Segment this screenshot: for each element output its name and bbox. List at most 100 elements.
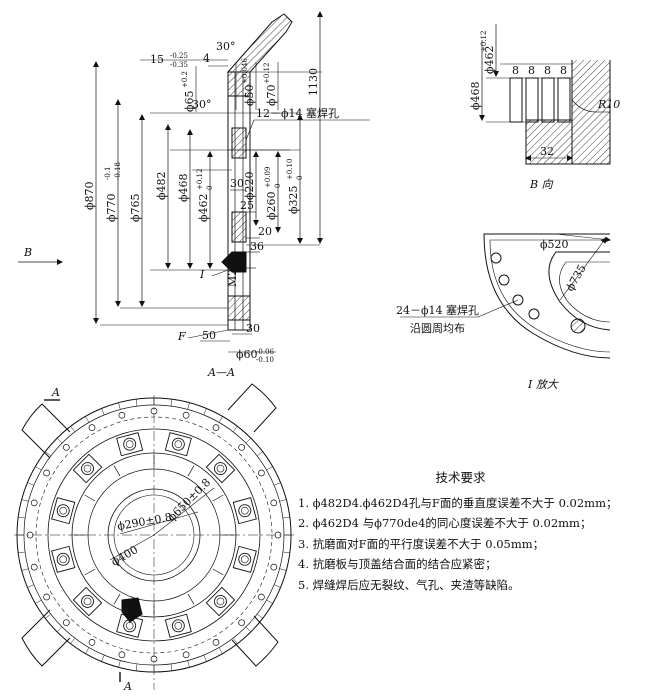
angle-mid: 30°: [192, 98, 212, 111]
requirement-item-3: 3. 抗磨面对F面的平行度误差不大于 0.05mm；: [298, 536, 545, 551]
b-gap-3: 8: [544, 64, 551, 77]
outer-ring-tick: [187, 660, 190, 668]
requirements-title: 技术要求: [435, 470, 486, 485]
bolt-hole: [56, 504, 70, 518]
outer-ring-tick: [101, 655, 105, 662]
b-gap-4: 8: [560, 64, 567, 77]
b-view-caption: B 向: [529, 178, 554, 191]
plug-weld-hole: [43, 469, 50, 477]
outer-ring-tick: [282, 516, 290, 519]
dim-d60-tol-lower: -0.10: [256, 356, 274, 364]
bolt-pad: [164, 432, 192, 457]
outer-ring-tick: [56, 437, 63, 444]
plug-weld-hole: [270, 563, 278, 571]
plan-section-detail: [121, 597, 143, 623]
radial-slot-line: [212, 568, 224, 576]
outer-ring-tick: [218, 416, 223, 423]
detail-dim-d520: ϕ520: [540, 238, 569, 251]
dim-d50: ϕ50: [243, 85, 256, 107]
outer-ring-tick: [27, 482, 34, 486]
bolt-pad: [205, 586, 236, 617]
requirement-item-1: 1. ϕ482D4.ϕ462D4孔与F面的垂直度误差不大于 0.02mm；: [298, 495, 618, 510]
outer-ring-tick: [45, 613, 52, 619]
angle-top: 30°: [216, 40, 236, 53]
plug-weld-hole: [150, 655, 158, 663]
bolt-hole: [238, 504, 252, 518]
outer-ring-tick: [266, 466, 273, 471]
outer-ring-tick: [35, 466, 42, 471]
dim-d770-tol-upper: -0.1: [104, 167, 112, 181]
b-gap-1: 8: [512, 64, 519, 77]
dim-d870: ϕ870: [83, 182, 96, 211]
outer-ring-tick: [187, 402, 190, 410]
dim-d260-tol: +0.09: [264, 167, 272, 188]
dim-d482: ϕ482: [155, 172, 168, 201]
radial-slot-line: [187, 593, 195, 605]
bolt-hole: [214, 595, 227, 608]
dim-d220: ϕ220: [243, 172, 256, 201]
outer-ring-tick: [279, 499, 287, 502]
plug-weld-hole: [238, 619, 246, 627]
b-dim-d462-tol: +0.12: [480, 31, 488, 52]
outer-ring-tick: [245, 437, 252, 444]
bolt-hole: [56, 552, 70, 566]
bolt-hole-inner: [83, 464, 92, 473]
detail-hole-3: [512, 294, 524, 306]
plug-weld-hole: [182, 411, 190, 419]
outer-ring-tick: [170, 399, 173, 407]
outer-ring-tick: [218, 647, 223, 654]
radial-slot-line: [84, 494, 96, 502]
outer-ring-tick: [21, 499, 29, 502]
dim-l30-b: 30: [246, 322, 260, 335]
bolt-pad: [232, 497, 257, 525]
bolt-hole-inner: [125, 440, 134, 449]
bolt-hole: [81, 462, 94, 475]
outer-ring-tick: [203, 408, 207, 415]
plug-weld-hole: [238, 443, 246, 451]
section-view: [18, 11, 370, 353]
bolt-pad: [72, 453, 103, 484]
plan-lobe-tr: [227, 383, 277, 433]
outer-ring-tick: [135, 663, 138, 671]
dim-d325: ϕ325: [287, 186, 300, 215]
dim-l15-tol-lower: -0.35: [170, 61, 188, 69]
outer-ring-tick: [45, 451, 52, 457]
face-label-f: F: [177, 330, 186, 343]
bolt-hole: [214, 462, 227, 475]
outer-ring-tick: [274, 584, 281, 588]
b-dim-32: 32: [540, 145, 554, 158]
plan-lobe-tl: [21, 403, 71, 459]
technical-requirements: 技术要求 1. ϕ482D4.ϕ462D4孔与F面的垂直度误差不大于 0.02m…: [298, 468, 643, 595]
dim-d462: ϕ462: [197, 194, 210, 223]
detail-view: [400, 233, 611, 359]
radial-slot-line: [212, 494, 224, 502]
bolt-pad: [164, 613, 192, 638]
bolt-pad: [51, 545, 76, 573]
dim-l20: 20: [258, 225, 272, 238]
plug-weld-hole: [274, 531, 282, 539]
top-flange-block: [227, 71, 251, 97]
outer-ring-tick: [56, 626, 63, 633]
dim-l36: 36: [250, 240, 264, 253]
detail-hole-1: [490, 252, 502, 264]
detail-dim-d735: ϕ735: [563, 262, 589, 293]
outer-ring-tick: [135, 399, 138, 407]
outer-ring-tick: [18, 516, 26, 519]
bolt-hole-inner: [59, 506, 68, 515]
bolt-hole-inner: [125, 621, 134, 630]
bolt-pad: [72, 586, 103, 617]
plug-weld-hole: [26, 531, 34, 539]
outer-ring-tick: [21, 568, 29, 571]
bolt-hole-inner: [216, 464, 225, 473]
plug-weld-hole: [212, 424, 220, 431]
bolt-hole-inner: [174, 621, 183, 630]
dim-d70: ϕ70: [265, 85, 278, 107]
dim-d325-tol: +0.10: [286, 159, 294, 180]
section-view-texts: B ϕ870 ϕ770 -0.1 -0.18 ϕ765 ϕ482 ϕ468 ϕ4…: [23, 40, 339, 379]
plug-weld-hole: [88, 424, 96, 431]
bolt-hole-inner: [59, 555, 68, 564]
bolt-pad: [205, 453, 236, 484]
dim-d60-tol-upper: -0.06: [256, 348, 274, 356]
outer-ring-tick: [118, 402, 121, 410]
dim-d770: ϕ770: [105, 194, 118, 223]
